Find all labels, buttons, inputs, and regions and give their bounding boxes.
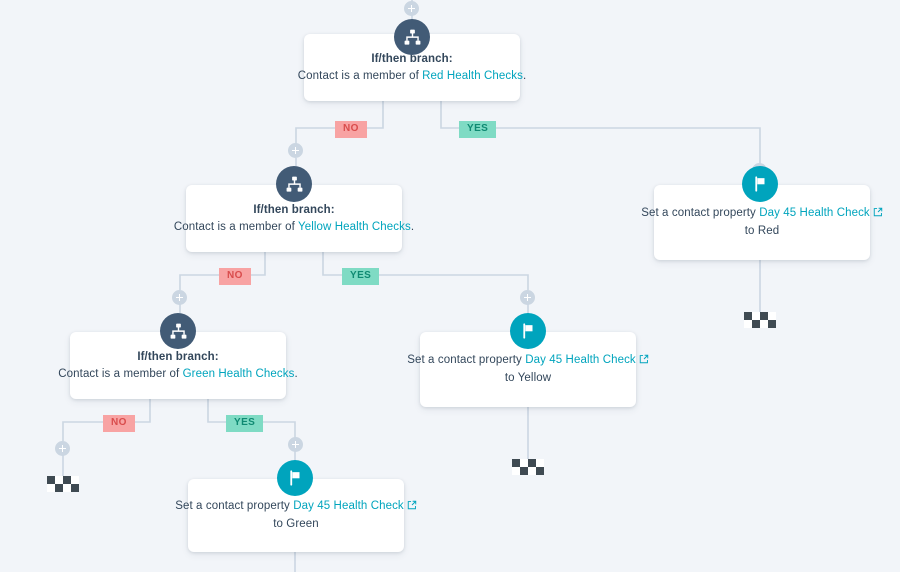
condition-prefix: Contact is a member of xyxy=(173,220,299,233)
action-property-line: Set a contact property Day 45 Health Che… xyxy=(407,352,649,370)
checker-cell xyxy=(71,484,79,492)
property-link-yellow[interactable]: Day 45 Health Check xyxy=(525,354,636,366)
checker-cell xyxy=(752,312,760,320)
condition-prefix: Contact is a member of xyxy=(58,367,183,380)
checker-cell xyxy=(47,476,55,484)
badge-no-3: NO xyxy=(103,415,135,432)
add-step-button-branch-green[interactable] xyxy=(172,290,187,305)
card-action-red[interactable]: Set a contact property Day 45 Health Che… xyxy=(641,185,883,260)
checker-cell xyxy=(752,320,760,328)
end-marker-right xyxy=(744,312,776,328)
action-prefix: Set a contact property xyxy=(641,207,760,219)
end-marker-middle xyxy=(512,459,544,475)
action-icon-node-yellow[interactable] xyxy=(510,313,546,349)
action-icon-node-green[interactable] xyxy=(277,460,313,496)
checker-cell xyxy=(512,459,520,467)
checker-cell xyxy=(744,320,752,328)
external-link-icon[interactable] xyxy=(407,499,417,516)
badge-yes-2: YES xyxy=(342,268,380,285)
action-prefix: Set a contact property xyxy=(407,354,526,366)
checker-cell xyxy=(71,476,79,484)
branch-icon xyxy=(286,176,302,192)
card-branch-red[interactable]: If/then branch: Contact is a member of R… xyxy=(298,34,526,101)
external-link-icon[interactable] xyxy=(873,206,883,223)
condition-suffix: . xyxy=(410,220,415,233)
external-link-icon[interactable] xyxy=(639,353,649,370)
action-value-line: to Yellow xyxy=(504,372,552,384)
add-step-button-top[interactable] xyxy=(404,1,419,16)
branch-title: If/then branch: xyxy=(371,52,453,65)
branch-title: If/then branch: xyxy=(253,203,335,216)
list-link-yellow[interactable]: Yellow Health Checks xyxy=(298,220,411,233)
action-value-line: to Green xyxy=(273,518,319,530)
badge-yes-1: YES xyxy=(459,121,497,138)
action-prefix: Set a contact property xyxy=(175,500,294,512)
checker-cell xyxy=(536,459,544,467)
end-marker-left xyxy=(47,476,79,492)
property-link-green[interactable]: Day 45 Health Check xyxy=(293,500,404,512)
card-branch-yellow[interactable]: If/then branch: Contact is a member of Y… xyxy=(174,185,414,252)
add-step-button-end-left[interactable] xyxy=(55,441,70,456)
condition-suffix: . xyxy=(522,69,527,82)
branch-icon-node-red[interactable] xyxy=(394,19,430,55)
checker-cell xyxy=(63,476,71,484)
checker-cell xyxy=(47,484,55,492)
action-property-line: Set a contact property Day 45 Health Che… xyxy=(641,205,883,223)
property-link-red[interactable]: Day 45 Health Check xyxy=(759,207,870,219)
flag-icon xyxy=(290,470,300,486)
add-step-button-action-green[interactable] xyxy=(288,437,303,452)
checker-cell xyxy=(744,312,752,320)
action-icon-node-red[interactable] xyxy=(742,166,778,202)
list-link-red[interactable]: Red Health Checks xyxy=(422,69,523,82)
branch-title: If/then branch: xyxy=(137,350,219,363)
checker-cell xyxy=(768,312,776,320)
checker-cell xyxy=(760,312,768,320)
branch-icon xyxy=(404,29,420,45)
checker-cell xyxy=(63,484,71,492)
checker-cell xyxy=(768,320,776,328)
branch-icon-node-yellow[interactable] xyxy=(276,166,312,202)
checker-cell xyxy=(512,467,520,475)
add-step-button-action-yellow[interactable] xyxy=(520,290,535,305)
action-value-line: to Red xyxy=(744,225,780,237)
branch-icon xyxy=(170,323,186,339)
add-step-button-branch-yellow[interactable] xyxy=(288,143,303,158)
checker-cell xyxy=(520,459,528,467)
badge-no-1: NO xyxy=(335,121,367,138)
checker-cell xyxy=(55,484,63,492)
checker-cell xyxy=(536,467,544,475)
checker-cell xyxy=(528,459,536,467)
badge-yes-3: YES xyxy=(226,415,264,432)
checker-cell xyxy=(528,467,536,475)
checker-cell xyxy=(760,320,768,328)
branch-condition: Contact is a member of Green Health Chec… xyxy=(58,366,298,383)
branch-condition: Contact is a member of Yellow Health Che… xyxy=(174,219,414,236)
flag-icon xyxy=(523,323,533,339)
checker-cell xyxy=(520,467,528,475)
flag-icon xyxy=(755,176,765,192)
branch-condition: Contact is a member of Red Health Checks… xyxy=(298,68,526,85)
action-property-line: Set a contact property Day 45 Health Che… xyxy=(175,498,417,516)
badge-no-2: NO xyxy=(219,268,251,285)
branch-icon-node-green[interactable] xyxy=(160,313,196,349)
condition-suffix: . xyxy=(294,367,298,380)
condition-prefix: Contact is a member of xyxy=(297,69,423,82)
checker-cell xyxy=(55,476,63,484)
list-link-green[interactable]: Green Health Checks xyxy=(182,367,295,380)
